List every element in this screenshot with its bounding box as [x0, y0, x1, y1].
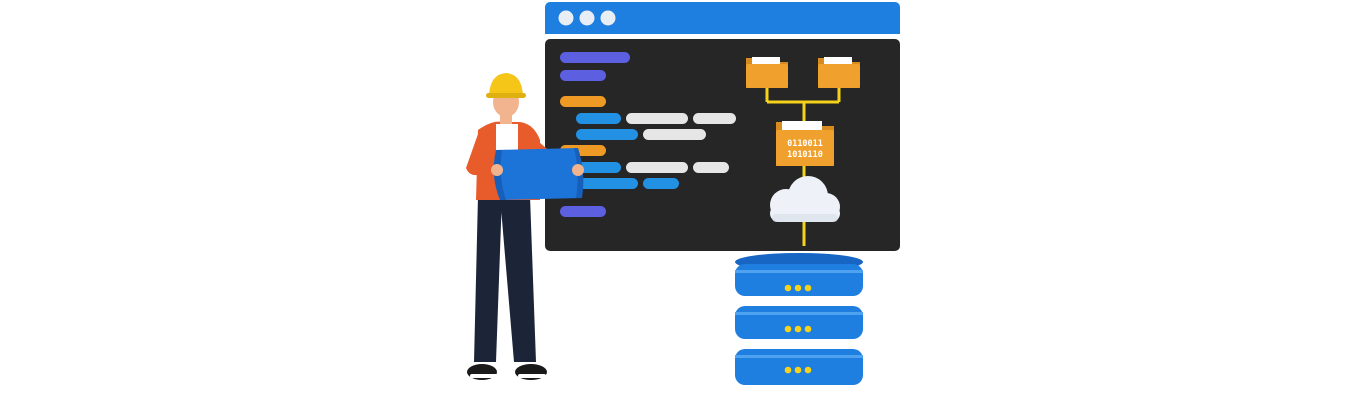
- code-line: [560, 70, 606, 81]
- code-line: [643, 129, 706, 140]
- folder-tree-connectors: [765, 86, 841, 246]
- window-dot-1: [558, 10, 574, 26]
- code-line: [576, 113, 621, 124]
- code-line: [693, 113, 736, 124]
- window-dot-3: [600, 10, 616, 26]
- folder-icon: [746, 57, 788, 88]
- code-line: [643, 178, 679, 189]
- engineer-figure: [466, 73, 584, 380]
- database-server-icon: [735, 253, 863, 385]
- code-line: [576, 129, 638, 140]
- binary-line-1: 0110011: [787, 139, 823, 149]
- code-line: [576, 178, 638, 189]
- code-line: [560, 96, 606, 107]
- code-line: [693, 162, 729, 173]
- code-line: [576, 162, 621, 173]
- window-dot-2: [579, 10, 595, 26]
- folder-icon: [818, 57, 860, 88]
- binary-line-2: 1010110: [787, 150, 823, 160]
- code-line: [626, 113, 688, 124]
- code-line: [626, 162, 688, 173]
- data-folder-icon: 0110011 1010110: [776, 121, 834, 166]
- code-line: [560, 52, 630, 63]
- code-line: [560, 206, 606, 217]
